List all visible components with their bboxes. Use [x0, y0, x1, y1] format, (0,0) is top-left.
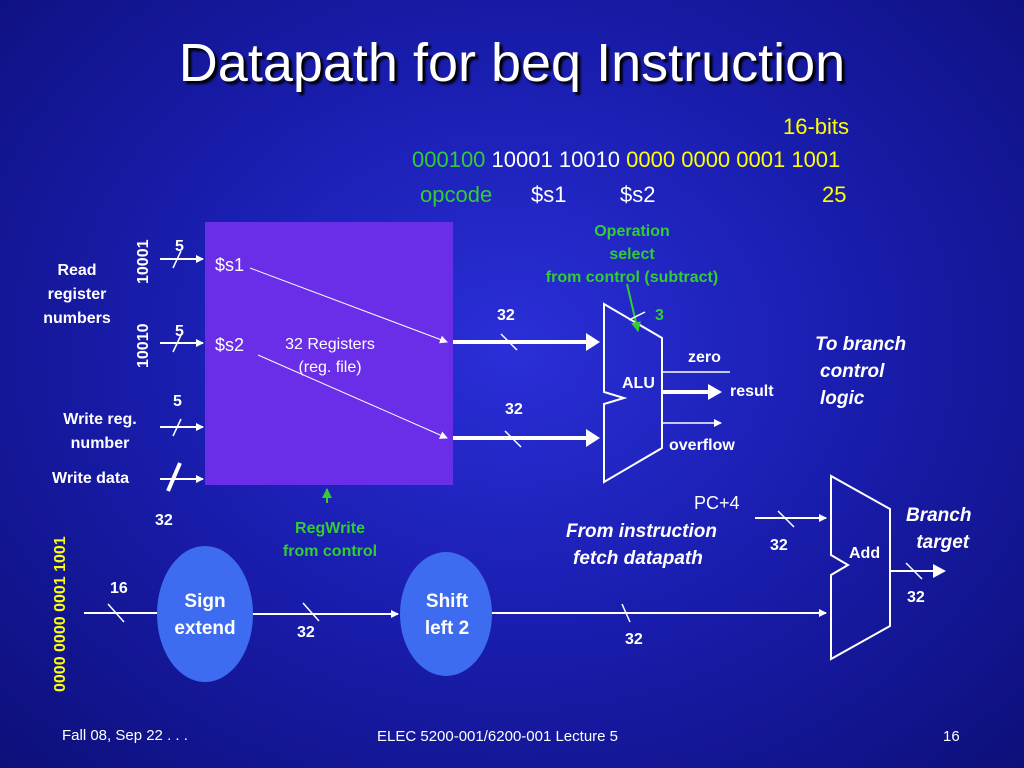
encoding-bits-row: 000100 10001 10010 0000 0000 0001 1001	[412, 147, 840, 173]
footer-left: Fall 08, Sep 22 . . .	[62, 727, 188, 744]
page-title: Datapath for beq Instruction	[178, 33, 846, 93]
alu-op-select-label: Operation select from control (subtract)	[545, 223, 719, 286]
pc-plus-4-label: PC+4	[694, 493, 740, 513]
write-reg-slash	[172, 418, 182, 437]
imm-vertical-bits: 0000 0000 0001 1001	[52, 536, 69, 692]
shift-left-oval	[400, 552, 492, 676]
footer-page-number: 16	[943, 728, 960, 745]
read-reg1-slash	[172, 250, 182, 269]
footer-center: ELEC 5200-001/6200-001 Lecture 5	[377, 728, 619, 745]
write-reg-width: 5	[173, 393, 182, 410]
alu-zero-label: zero	[688, 349, 721, 366]
write-data-label: Write data	[52, 470, 130, 487]
shift-out-slash	[621, 603, 631, 623]
alu-label: ALU	[622, 375, 655, 392]
regfile-label: 32 Registers (reg. file)	[285, 336, 375, 376]
rs-label: $s1	[531, 182, 567, 207]
write-data-width: 32	[155, 512, 173, 529]
read-register-numbers-label: Read register numbers	[43, 262, 111, 327]
shift-out-width: 32	[625, 631, 643, 648]
alu-overflow-label: overflow	[669, 437, 735, 454]
route-s1	[249, 267, 448, 344]
write-data-slash	[166, 462, 182, 492]
alu-in-b-arrow	[586, 429, 600, 447]
imm-label: 25	[822, 182, 847, 207]
alu-shape	[603, 302, 663, 484]
alu-in-a-slash	[500, 333, 518, 351]
se-out-width: 32	[297, 624, 315, 641]
alu-result-arrow	[708, 384, 722, 400]
rt-label: $s2	[620, 182, 656, 207]
port-s1-label: $s1	[215, 255, 245, 275]
register-file	[205, 222, 453, 485]
opcode-label: opcode	[420, 182, 493, 207]
alu-in-b-slash	[504, 430, 522, 448]
alu-result-label: result	[730, 383, 774, 400]
alu-op-wire	[626, 283, 641, 332]
adder-label: Add	[849, 545, 881, 562]
adder-out-arrow	[933, 564, 946, 578]
adder-out-width: 32	[907, 589, 925, 606]
from-fetch-label: From instruction fetch datapath	[566, 521, 717, 569]
adder-out-slash	[905, 562, 923, 580]
read-reg1-bits: 10001	[135, 239, 152, 285]
alu-op-width: 3	[655, 307, 664, 324]
write-reg-number-label: Write reg. number	[63, 411, 137, 452]
regwrite-label: RegWrite from control	[282, 520, 378, 560]
adder-shape	[830, 474, 891, 661]
imm-bits: 0000 0000 0001 1001	[626, 147, 841, 172]
read-reg1-width: 5	[175, 238, 184, 255]
imm-in-width: 16	[110, 580, 128, 597]
sign-extend-oval	[157, 546, 253, 682]
read-reg2-slash	[172, 334, 182, 353]
alu-op-slash	[628, 311, 646, 321]
shift-left-label: Shift left 2	[424, 591, 470, 639]
port-s2-label: $s2	[215, 335, 245, 355]
pc-width: 32	[770, 537, 788, 554]
rs-bits: 10001	[491, 147, 553, 172]
imm-in-slash	[107, 603, 125, 623]
read-reg2-width: 5	[175, 323, 184, 340]
rt-bits: 10010	[558, 147, 621, 172]
opcode-bits: 000100	[412, 147, 486, 172]
se-out-slash	[302, 602, 320, 622]
sign-extend-label: Sign extend	[174, 591, 236, 639]
alu-in-a-width: 32	[497, 307, 515, 324]
route-s2	[257, 354, 448, 439]
branch-control-label: To branch control logic	[815, 334, 907, 409]
read-reg2-bits: 10010	[135, 323, 152, 369]
pc-slash	[777, 510, 795, 528]
alu-in-b-width: 32	[505, 401, 523, 418]
branch-target-label: Branch target	[906, 505, 972, 553]
alu-in-a-arrow	[586, 333, 600, 351]
bits-label: 16-bits	[783, 114, 850, 139]
